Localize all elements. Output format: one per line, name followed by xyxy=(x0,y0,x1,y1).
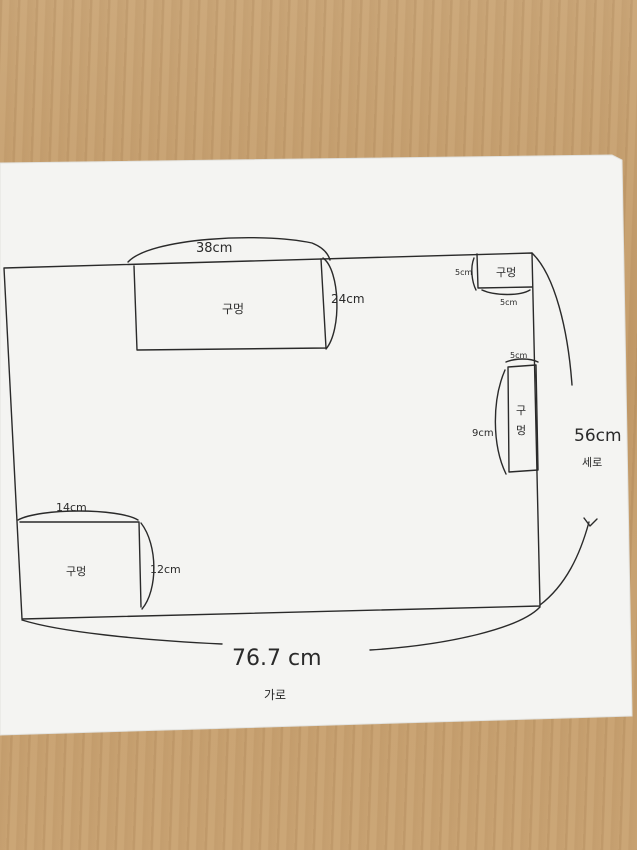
top-hole-rect xyxy=(133,258,327,351)
overall-width-arc-right xyxy=(369,606,541,651)
overall-width-label: 76.7 cm xyxy=(232,646,322,671)
overall-width-arc-left xyxy=(21,619,223,645)
side-hole-width-arc xyxy=(505,358,539,363)
corner-hole-width-label: 5cm xyxy=(500,298,517,307)
bottom-hole-width-label: 14cm xyxy=(56,501,87,514)
side-hole-rect xyxy=(507,364,539,473)
top-hole-width-arc xyxy=(127,237,331,263)
side-hole-label-bottom: 멍 xyxy=(516,424,526,437)
top-hole-height-arc xyxy=(322,257,338,350)
corner-hole-label: 구멍 xyxy=(496,266,516,279)
side-hole-height-arc xyxy=(494,369,507,475)
bottom-hole-width-arc xyxy=(17,510,139,521)
overall-height-arc-bottom xyxy=(539,521,590,606)
overall-height-label: 56cm xyxy=(574,426,622,446)
bottom-hole-label: 구멍 xyxy=(66,565,86,578)
overall-height-caption: 세로 xyxy=(582,456,602,469)
corner-hole-rect xyxy=(476,253,533,289)
bottom-hole-height-arc xyxy=(140,522,155,610)
side-hole-label-top: 구 xyxy=(516,404,526,417)
overall-height-arc-top xyxy=(531,252,573,386)
bottom-hole-rect xyxy=(19,521,142,608)
bottom-hole-height-label: 12cm xyxy=(150,563,181,576)
top-hole-width-label: 38cm xyxy=(196,241,232,256)
top-hole-label: 구멍 xyxy=(222,302,244,316)
overall-width-caption: 가로 xyxy=(264,688,286,702)
side-hole-height-label: 9cm xyxy=(472,428,494,439)
arrow-head-icon xyxy=(583,517,598,527)
paper-sheet xyxy=(0,154,633,736)
side-hole-width-label: 5cm xyxy=(510,351,527,360)
corner-hole-height-label: 5cm xyxy=(455,268,472,277)
top-hole-height-label: 24cm xyxy=(331,292,365,306)
corner-hole-height-arc xyxy=(471,257,477,291)
outer-rectangle xyxy=(3,252,541,620)
corner-hole-width-arc xyxy=(481,289,531,296)
